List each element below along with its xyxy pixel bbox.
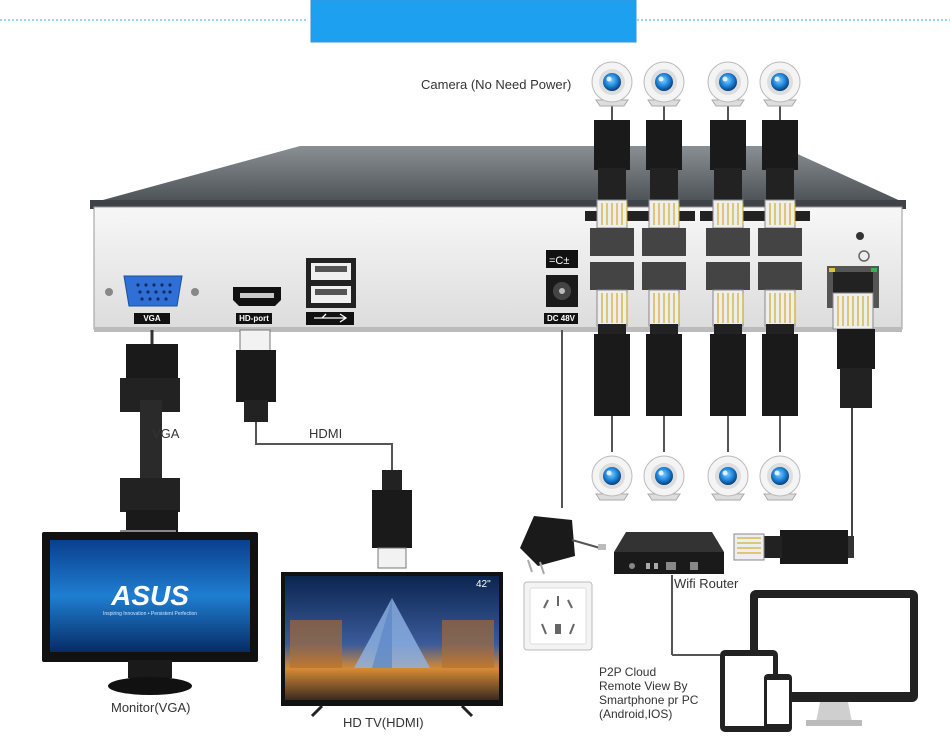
camera-bottom-4 (759, 455, 801, 501)
rj45-top-1 (596, 199, 628, 229)
vga-port-label: VGA (134, 313, 170, 324)
vga-port (105, 275, 199, 307)
poe-plug-bottom-1 (594, 334, 630, 416)
p2p-line-4: (Android,IOS) (599, 707, 673, 721)
poe-port-upper-1 (590, 228, 634, 256)
vga-cable-label: VGA (152, 426, 180, 441)
router-label: Wifi Router (674, 576, 739, 591)
rj45-bottom-4 (764, 289, 796, 327)
monitor-label: Monitor(VGA) (111, 700, 191, 715)
rj45-bottom-3 (712, 289, 744, 327)
camera-label: Camera (No Need Power) (421, 77, 572, 92)
poe-port-lower-1 (590, 262, 634, 290)
remote-devices (720, 590, 918, 732)
poe-port-lower-4 (758, 262, 802, 290)
ground-screw (856, 232, 864, 240)
hdmi-port (233, 287, 281, 306)
power-adapter (520, 330, 606, 575)
rj45-bottom-2 (648, 289, 680, 327)
hdmi-cable (236, 329, 412, 569)
camera-bottom-1 (591, 455, 633, 501)
rj45-top-4 (764, 199, 796, 229)
rj45-top-2 (648, 199, 680, 229)
monitor-logo: ASUS (110, 580, 189, 611)
wall-socket (523, 581, 593, 651)
dc-port-label: DC 48V (544, 313, 578, 324)
camera-top-4 (759, 61, 801, 107)
camera-top-3 (707, 61, 749, 107)
lan-cable (733, 292, 875, 564)
poe-plug-bottom-2 (646, 334, 682, 416)
poe-port-lower-2 (642, 262, 686, 290)
poe-port-lower-3 (706, 262, 750, 290)
cameras (591, 61, 801, 501)
poe-plug-bottom-3 (710, 334, 746, 416)
poe-plug-bottom-4 (762, 334, 798, 416)
poe-plug-top-1 (594, 120, 630, 170)
hd-tv: 42" (281, 572, 503, 718)
poe-port-upper-4 (758, 228, 802, 256)
poe-port-upper-3 (706, 228, 750, 256)
svg-text:=C±: =C± (549, 255, 569, 267)
dc-power-jack: =C± (546, 250, 578, 307)
monitor-tagline: Inspiring Innovation • Persistent Perfec… (103, 611, 197, 617)
hdmi-cable-label: HDMI (309, 426, 343, 441)
p2p-line-2: Remote View By (599, 679, 688, 693)
p2p-line-3: Smartphone pr PC (599, 693, 699, 707)
tv-size-label: 42" (476, 579, 491, 590)
asus-monitor: ASUS Inspiring Innovation • Persistent P… (42, 532, 258, 695)
camera-bottom-2 (643, 455, 685, 501)
hd-port-label: HD-port (236, 313, 272, 324)
poe-port-upper-2 (642, 228, 686, 256)
wifi-router (614, 532, 724, 656)
p2p-label: P2P Cloud Remote View By Smartphone pr P… (599, 665, 698, 721)
camera-bottom-3 (707, 455, 749, 501)
poe-plug-top-3 (710, 120, 746, 170)
poe-plug-top-4 (762, 120, 798, 170)
poe-plug-top-2 (646, 120, 682, 170)
header-bar (0, 0, 950, 43)
camera-top-2 (643, 61, 685, 107)
p2p-line-1: P2P Cloud (599, 665, 657, 679)
usb-ports (306, 258, 356, 325)
vga-cable (120, 330, 180, 538)
poe-ports (590, 106, 802, 452)
rj45-top-3 (712, 199, 744, 229)
rj45-bottom-1 (596, 289, 628, 327)
camera-top-1 (591, 61, 633, 107)
tv-label: HD TV(HDMI) (343, 715, 424, 730)
